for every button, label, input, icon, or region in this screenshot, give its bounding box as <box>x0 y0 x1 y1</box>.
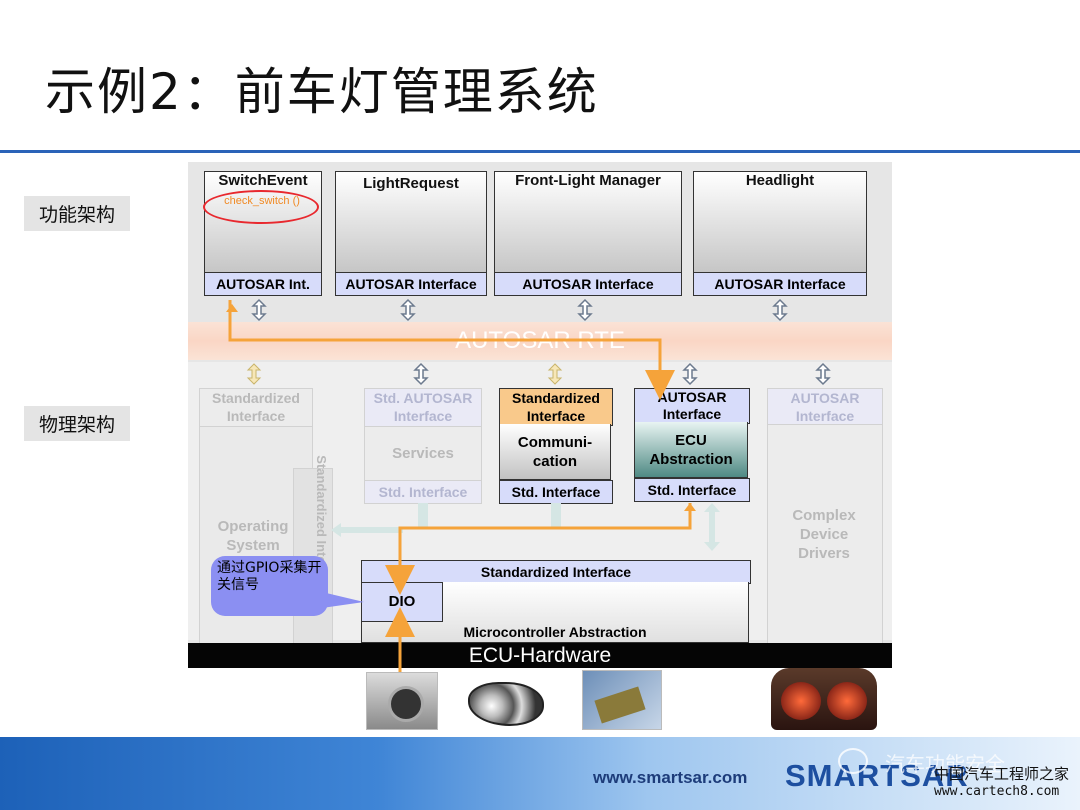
swc-light-request-interface: AUTOSAR Interface <box>336 272 486 295</box>
functional-layer-label: 功能架构 <box>24 196 130 231</box>
double-arrow-icon <box>251 298 267 322</box>
instrument-cluster-image <box>771 668 877 730</box>
brand-logo: SMARTSAR <box>785 758 969 793</box>
swc-switch-event[interactable]: SwitchEvent AUTOSAR Int. <box>204 171 322 296</box>
ecu-abstraction-box[interactable]: ECU Abstraction <box>634 422 748 478</box>
physical-layer-label: 物理架构 <box>24 406 130 441</box>
swc-light-request-title: LightRequest <box>363 175 459 192</box>
swc-light-request[interactable]: LightRequest AUTOSAR Interface <box>335 171 487 296</box>
wechat-watermark: 汽车功能安全 <box>885 752 1005 776</box>
ecu-hardware-bar: ECU-Hardware <box>188 643 892 668</box>
double-arrow-icon <box>413 362 429 386</box>
swc-front-light-manager-interface: AUTOSAR Interface <box>495 272 681 295</box>
swc-front-light-manager[interactable]: Front-Light Manager AUTOSAR Interface <box>494 171 682 296</box>
double-arrow-icon <box>577 298 593 322</box>
title-divider <box>0 150 1080 153</box>
double-arrow-icon <box>547 363 563 385</box>
cdd-label: Complex Device Drivers <box>792 507 856 562</box>
mcal-label: Microcontroller Abstraction <box>463 624 647 640</box>
double-arrow-icon <box>400 298 416 322</box>
ecu-std-interface: Std. Interface <box>634 478 750 502</box>
swc-headlight-interface: AUTOSAR Interface <box>694 272 866 295</box>
cdd-box[interactable] <box>767 424 883 646</box>
headlamp-image <box>462 668 548 732</box>
footer-band <box>0 737 1080 810</box>
communication-box[interactable]: Communi-cation <box>499 424 611 480</box>
sensor-board-image <box>582 670 662 730</box>
highlight-ellipse <box>203 190 319 224</box>
page-title: 示例2：前车灯管理系统 <box>45 63 599 121</box>
site-cn-watermark: 中国汽车工程师之家 <box>934 765 1070 783</box>
double-arrow-icon <box>772 298 788 322</box>
signal-path <box>228 300 692 680</box>
cdd-autosar-interface: AUTOSAR Interface <box>767 388 883 426</box>
faded-connectors <box>331 503 720 551</box>
os-label: Operating System <box>217 518 289 554</box>
comm-std-interface: Std. Interface <box>499 480 613 504</box>
services-interface: Std. AUTOSAR Interface <box>364 388 482 428</box>
swc-switch-event-interface: AUTOSAR Int. <box>205 272 321 295</box>
swc-headlight[interactable]: Headlight AUTOSAR Interface <box>693 171 867 296</box>
faded-arrows <box>246 363 563 385</box>
rte-connection-arrows <box>251 298 831 386</box>
swc-front-light-manager-title: Front-Light Manager <box>515 172 661 189</box>
footer-url[interactable]: www.smartsar.com <box>593 768 748 787</box>
swc-switch-event-title: SwitchEvent <box>218 172 308 189</box>
double-arrow-icon <box>246 363 262 385</box>
double-arrow-icon <box>815 362 831 386</box>
light-switch-image <box>366 672 438 730</box>
services-box[interactable]: Services <box>364 426 482 482</box>
double-arrow-icon <box>682 362 698 386</box>
swc-headlight-title: Headlight <box>745 172 815 189</box>
gpio-callout: 通过GPIO采集开关信号 <box>211 556 328 616</box>
site-url-watermark: www.cartech8.com <box>934 784 1060 799</box>
wechat-icon <box>838 748 868 774</box>
services-std-interface: Std. Interface <box>364 480 482 504</box>
